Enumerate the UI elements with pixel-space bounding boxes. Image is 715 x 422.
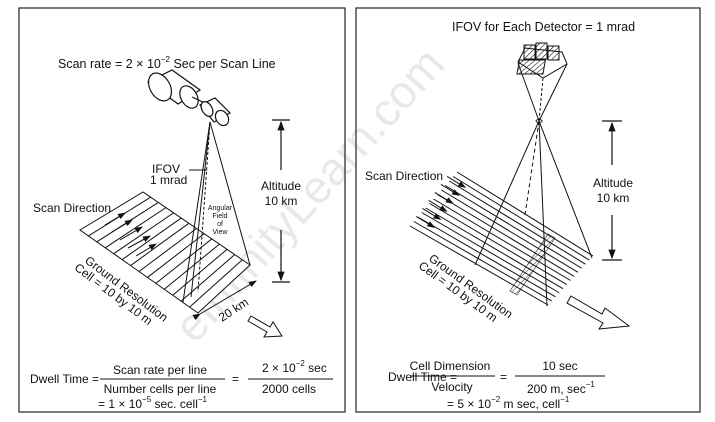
left-formula: Dwell Time = Scan rate per line Number c…: [30, 359, 333, 411]
scan-line: [155, 238, 213, 284]
svg-text:Field: Field: [212, 213, 227, 220]
scan-direction-arrow: [446, 175, 467, 188]
scan-direction-label-right: Scan Direction: [365, 169, 443, 183]
scan-line: [456, 171, 594, 257]
svg-text:View: View: [212, 229, 228, 236]
svg-text:= 1 × 10−5 sec. cell−1: = 1 × 10−5 sec. cell−1: [98, 395, 208, 411]
scan-line: [409, 225, 549, 306]
ifov-rays: [182, 121, 251, 303]
altitude-arrow: [272, 119, 290, 283]
right-panel-frame: [355, 7, 701, 413]
svg-text:10 sec: 10 sec: [542, 359, 577, 373]
flight-direction-arrow-icon: [566, 295, 631, 330]
svg-text:2000 cells: 2000 cells: [262, 382, 316, 396]
angular-fov-label: Angular Field of View: [208, 205, 233, 236]
svg-text:Number cells per line: Number cells per line: [104, 382, 217, 396]
svg-text:2 × 10−2 sec: 2 × 10−2 sec: [262, 359, 327, 375]
scan-direction-arrow: [422, 207, 442, 220]
altitude-value-right: 10 km: [597, 191, 630, 205]
scan-direction-label: Scan Direction: [33, 201, 111, 215]
scan-direction-arrow: [428, 199, 448, 212]
scan-direction-arrows: [104, 212, 157, 257]
scan-line: [180, 254, 236, 302]
altitude-label: Altitude: [261, 179, 301, 193]
scan-line: [452, 176, 590, 261]
scan-line: [413, 221, 552, 302]
svg-text:= 5 × 10−2 m sec, cell−1: = 5 × 10−2 m sec, cell−1: [447, 395, 570, 411]
scan-line: [433, 198, 571, 281]
scanner-icon: [146, 69, 231, 127]
svg-text:=: =: [232, 372, 239, 386]
ifov-value: 1 mrad: [150, 173, 187, 187]
scan-line: [113, 212, 174, 255]
scan-line: [417, 216, 556, 298]
swath-width-arrow: [192, 280, 257, 321]
scan-line: [130, 222, 190, 266]
right-formula: Dwell Time = Cell Dimension Velocity = 1…: [388, 359, 605, 411]
altitude-value: 10 km: [265, 194, 298, 208]
left-panel-frame: [18, 7, 346, 413]
ground-resolution-label-right: Ground Resolution Cell = 10 by 10 m: [416, 251, 515, 325]
svg-text:=: =: [500, 370, 507, 384]
svg-text:Dwell Time =: Dwell Time =: [30, 372, 99, 386]
scan-line: [163, 243, 220, 290]
left-title: Scan rate = 2 × 10−2 Sec per Scan Line: [58, 55, 276, 71]
scan-direction-arrow: [434, 191, 454, 204]
svg-text:Scan rate per line: Scan rate per line: [113, 363, 207, 377]
svg-text:Dwell Time =: Dwell Time =: [388, 370, 457, 384]
svg-text:200 m, sec−1: 200 m, sec−1: [527, 380, 595, 396]
altitude-arrow-right: [602, 120, 622, 261]
detector-array-icon: [516, 42, 568, 79]
svg-text:Cell Dimension: Cell Dimension: [410, 359, 491, 373]
right-title: IFOV for Each Detector = 1 mrad: [452, 20, 635, 34]
scan-line: [425, 207, 564, 290]
svg-text:Velocity: Velocity: [431, 380, 472, 394]
svg-text:of: of: [217, 221, 223, 228]
scan-direction-arrow: [440, 183, 460, 196]
ifov-label: IFOV: [152, 162, 180, 176]
ground-scan-lines: [409, 171, 594, 306]
flight-direction-arrow-icon: [247, 315, 283, 338]
scan-direction-arrow: [416, 215, 436, 228]
scan-line: [437, 194, 575, 277]
scan-line: [444, 185, 583, 269]
scan-line: [138, 228, 197, 272]
svg-text:Angular: Angular: [208, 205, 233, 212]
scan-line: [421, 212, 560, 294]
scan-line: [172, 248, 228, 296]
scan-line: [448, 180, 586, 265]
ground-cells-strip: [509, 233, 556, 296]
scan-line: [147, 233, 205, 278]
scan-line: [441, 189, 579, 273]
detector-rays: [474, 62, 593, 307]
right-panel: IFOV for Each Detector = 1 mrad: [355, 7, 701, 413]
scan-line: [429, 203, 568, 286]
scan-line: [121, 217, 182, 261]
altitude-label-right: Altitude: [593, 176, 633, 190]
